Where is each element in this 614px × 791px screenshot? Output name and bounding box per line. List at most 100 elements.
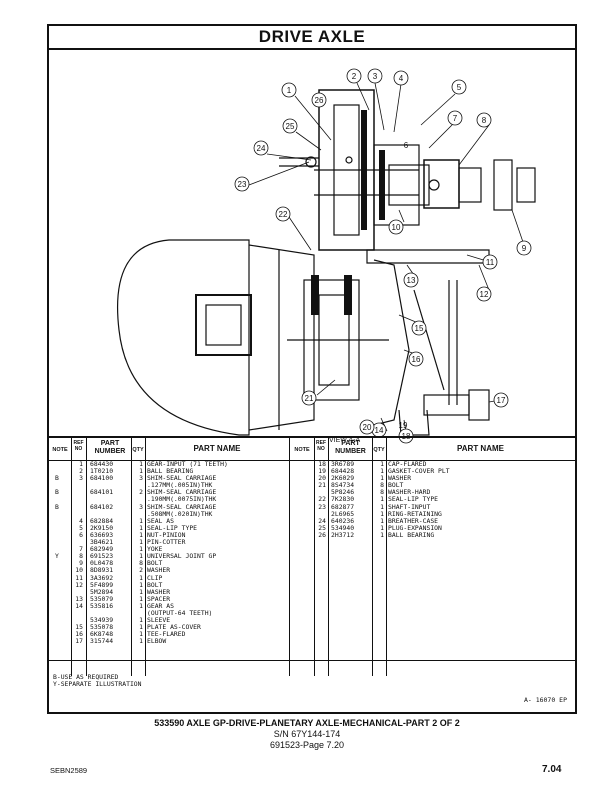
cell-num: 691523 bbox=[90, 552, 114, 561]
cell-qty: 1 bbox=[139, 623, 143, 632]
header-part-name: PART NAME bbox=[193, 444, 241, 453]
page-title: DRIVE AXLE bbox=[49, 26, 575, 50]
cell-num: 3A3692 bbox=[90, 573, 114, 582]
cell-name: SHAFT-INPUT bbox=[388, 502, 431, 511]
callout-23: 23 bbox=[238, 180, 247, 189]
note-b: B-USE AS REQUIRED bbox=[53, 673, 119, 681]
cell-num: 682884 bbox=[90, 516, 114, 525]
cell-qty: 1 bbox=[139, 530, 143, 539]
callout-19: 19 bbox=[399, 421, 408, 430]
cell-num: 684102 bbox=[90, 502, 114, 511]
cell-num: 534940 bbox=[331, 523, 355, 532]
cell-qty: 1 bbox=[139, 573, 143, 582]
cell-qty: 1 bbox=[139, 523, 143, 532]
cell-ref: 19 bbox=[318, 467, 326, 476]
cell-num: 682877 bbox=[331, 502, 355, 511]
caption-line-2: S/N 67Y144-174 bbox=[273, 729, 341, 739]
cell-qty: 2 bbox=[139, 566, 143, 575]
cell-qty: 1 bbox=[139, 538, 143, 547]
cell-ref: 8 bbox=[79, 552, 83, 561]
cell-qty: 1 bbox=[139, 467, 143, 476]
cell-name: BOLT bbox=[147, 580, 163, 589]
cell-name: BALL BEARING bbox=[388, 530, 435, 539]
cell-num: 535078 bbox=[90, 623, 114, 632]
cell-name: WASHER-HARD bbox=[388, 488, 431, 497]
cell-qty: 1 bbox=[380, 523, 384, 532]
header-part-name-2: PART NAME bbox=[457, 444, 504, 453]
cell-name: UNIVERSAL JOINT GP bbox=[147, 552, 217, 561]
cell-note: B bbox=[55, 474, 59, 483]
cell-qty: 1 bbox=[139, 616, 143, 625]
cell-num: 3B4621 bbox=[90, 538, 114, 547]
cell-num: 8D8931 bbox=[90, 566, 114, 575]
table-row: 3B4621 1 PIN-COTTER bbox=[49, 538, 575, 547]
cell-qty: 1 bbox=[139, 637, 143, 646]
cell-name: WASHER bbox=[147, 587, 171, 596]
view-label: VIEW A-A bbox=[329, 437, 360, 444]
page-frame: DRIVE AXLE bbox=[47, 24, 577, 714]
cell-name: GASKET-COVER PLT bbox=[388, 467, 450, 476]
header-ref: REF NO bbox=[73, 440, 84, 452]
cell-num: 3R6789 bbox=[331, 460, 355, 468]
cell-num: 315744 bbox=[90, 637, 114, 646]
parts-table: NOTE REF NO PART NUMBER QTY PART NAME NO… bbox=[49, 436, 575, 676]
cell-qty: 3 bbox=[139, 474, 143, 483]
cell-num: 0L0478 bbox=[90, 559, 114, 568]
cell-name: BOLT bbox=[388, 481, 404, 490]
cell-name: RING-RETAINING bbox=[388, 509, 442, 518]
cell-name: GEAR AS bbox=[147, 601, 174, 610]
housing-window bbox=[195, 294, 252, 356]
cell-num: 684428 bbox=[331, 467, 355, 476]
cell-num: 2H3712 bbox=[331, 530, 355, 539]
cell-num: 684101 bbox=[90, 488, 114, 497]
cell-num: 636693 bbox=[90, 530, 114, 539]
cell-num: 684430 bbox=[90, 460, 114, 468]
cell-num: 682949 bbox=[90, 545, 114, 554]
cell-name: PIN-COTTER bbox=[147, 538, 186, 547]
cell-ref: 6 bbox=[79, 530, 83, 539]
cell-name: SLEEVE bbox=[147, 616, 171, 625]
cell-ref: 17 bbox=[75, 637, 83, 646]
cell-ref: 1 bbox=[79, 460, 83, 468]
callout-1: 1 bbox=[287, 86, 292, 95]
header-ref-2: REF NO bbox=[316, 440, 326, 452]
cell-ref: 24 bbox=[318, 516, 326, 525]
cell-name: CLIP bbox=[147, 573, 163, 582]
cell-name: YOKE bbox=[147, 545, 163, 554]
cell-name: WASHER bbox=[147, 566, 171, 575]
table-row: .127MM(.005IN)THK bbox=[49, 482, 575, 489]
cell-qty: 1 bbox=[380, 509, 384, 518]
cell-ref: 23 bbox=[318, 502, 326, 511]
cell-qty: 2 bbox=[139, 488, 143, 497]
cell-ref: 5 bbox=[79, 523, 83, 532]
cell-ref: 21 bbox=[318, 481, 326, 490]
callout-25: 25 bbox=[286, 122, 295, 131]
cell-name: .190MM(.0075IN)THK bbox=[147, 495, 217, 504]
cell-num: 684100 bbox=[90, 474, 114, 483]
callout-17: 17 bbox=[497, 396, 506, 405]
callout-21: 21 bbox=[305, 394, 314, 403]
callout-10: 10 bbox=[392, 223, 401, 232]
cell-num: 535079 bbox=[90, 594, 114, 603]
cell-note: Y bbox=[55, 552, 59, 561]
cell-name: SEAL-LIP TYPE bbox=[147, 523, 198, 532]
cell-num: 2K6029 bbox=[331, 474, 355, 483]
footer-page-number: 7.04 bbox=[542, 764, 562, 775]
cell-qty: 1 bbox=[139, 516, 143, 525]
